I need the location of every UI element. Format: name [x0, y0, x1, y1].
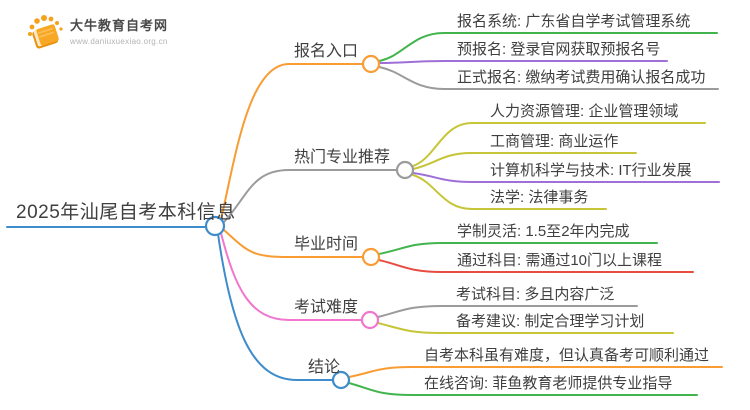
- branch-conclusion: 结论: [308, 358, 341, 376]
- branch-registration: 报名入口: [294, 42, 359, 60]
- registration-node-circle: [361, 54, 381, 74]
- branch-line-difficulty: [220, 232, 363, 321]
- difficulty-node-circle: [360, 310, 380, 330]
- branch-line-majors: [223, 169, 398, 223]
- leaf-formal-registration: 正式报名: 缴纳考试费用确认报名成功: [457, 68, 706, 86]
- logo-title: 大牛教育自考网: [70, 18, 169, 33]
- majors-node-circle: [395, 160, 415, 180]
- leaf-online-consult: 在线咨询: 菲鱼教育老师提供专业指导: [424, 374, 673, 392]
- leaf-line-business: [412, 152, 637, 170]
- conclusion-node-circle: [331, 370, 351, 390]
- leaf-line-cs: [412, 172, 720, 183]
- leaf-line-duration: [378, 242, 658, 255]
- leaf-computer-science: 计算机科学与技术: IT行业发展: [490, 161, 692, 179]
- branch-line-graduation: [223, 229, 364, 258]
- logo-url: www.daniuxuexiao.org.cn: [70, 36, 168, 46]
- branch-line-conclusion: [217, 233, 334, 381]
- leaf-line-courses: [378, 259, 694, 273]
- branch-difficulty: 考试难度: [294, 298, 359, 316]
- leaf-line-advice: [377, 322, 674, 334]
- leaf-line-subjects: [377, 305, 638, 318]
- leaf-line-summary: [348, 366, 723, 378]
- leaf-pass-courses: 通过科目: 需通过10门以上课程: [457, 251, 663, 269]
- leaf-line-hr: [412, 122, 706, 167]
- root-node-circle: [204, 215, 226, 237]
- leaf-exam-subjects: 考试科目: 多且内容广泛: [456, 285, 615, 303]
- leaf-flexible-duration: 学制灵活: 1.5至2年内完成: [457, 222, 630, 240]
- leaf-line-consult: [348, 382, 698, 396]
- branch-line-registration: [220, 63, 364, 220]
- leaf-conclusion-summary: 自考本科虽有难度，但认真备考可顺利通过: [424, 346, 710, 364]
- book-logo-icon: [28, 15, 63, 49]
- leaf-registration-system: 报名系统: 广东省自学考试管理系统: [457, 12, 691, 30]
- leaf-preregistration: 预报名: 登录官网获取预报名号: [457, 40, 661, 58]
- leaf-line-formal: [378, 66, 719, 90]
- leaf-line-system: [378, 32, 718, 62]
- leaf-study-advice: 备考建议: 制定合理学习计划: [456, 312, 645, 330]
- leaf-line-law: [412, 174, 607, 210]
- leaf-law: 法学: 法律事务: [490, 188, 589, 206]
- leaf-hr-management: 人力资源管理: 企业管理领域: [490, 102, 679, 120]
- leaf-line-preregister: [378, 60, 668, 64]
- leaf-business-management: 工商管理: 商业运作: [490, 132, 619, 150]
- branch-majors: 热门专业推荐: [294, 148, 391, 166]
- graduation-node-circle: [361, 247, 381, 267]
- root-topic: 2025年汕尾自考本科信息: [16, 202, 236, 224]
- site-logo: 大牛教育自考网 www.daniuxuexiao.org.cn: [26, 11, 168, 53]
- branch-graduation: 毕业时间: [294, 235, 359, 253]
